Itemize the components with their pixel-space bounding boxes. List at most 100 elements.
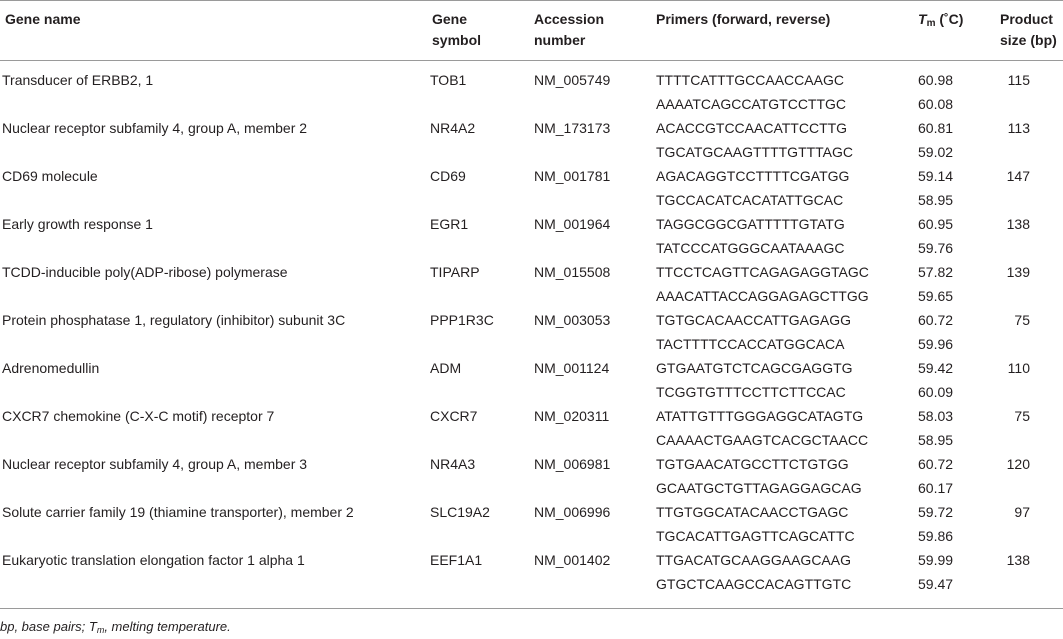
gene-symbol-cell: NR4A3 — [430, 456, 476, 472]
product-size-cell: 75 — [1014, 312, 1030, 328]
header-divider-rule — [0, 60, 1063, 61]
table-row: TCDD-inducible poly(ADP-ribose) polymera… — [0, 260, 1063, 308]
gene-name-cell: Protein phosphatase 1, regulatory (inhib… — [2, 312, 346, 328]
reverse-primer-cell: TACTTTTCCACCATGGCACA — [656, 336, 845, 352]
product-size-cell: 139 — [1006, 264, 1030, 280]
product-size-cell: 113 — [1007, 120, 1030, 136]
tm-forward-cell: 59.14 — [918, 168, 954, 184]
gene-name-cell: Eukaryotic translation elongation factor… — [2, 552, 305, 568]
tm-forward-cell: 60.81 — [918, 120, 954, 136]
gene-symbol-cell: TOB1 — [430, 72, 467, 88]
gene-symbol-cell: EGR1 — [430, 216, 469, 232]
forward-primer-cell: TTGTGGCATACAACCTGAGC — [656, 504, 849, 520]
table-body: Transducer of ERBB2, 1 TOB1 NM_005749 TTTTC… — [0, 72, 1063, 596]
forward-primer-cell: TGTGCACAACCATTGAGAGG — [656, 312, 851, 328]
accession-cell: NM_173173 — [534, 120, 611, 136]
product-size-cell: 115 — [1007, 72, 1030, 88]
reverse-primer-cell: TATCCCATGGGCAATAAAGC — [656, 240, 845, 256]
tm-reverse-cell: 59.76 — [918, 240, 954, 256]
tm-reverse-cell: 59.02 — [918, 144, 954, 160]
table-row: Solute carrier family 19 (thiamine trans… — [0, 500, 1063, 548]
forward-primer-cell: TTTTCATTTGCCAACCAAGC — [656, 72, 844, 88]
tm-forward-cell: 58.03 — [918, 408, 954, 424]
accession-cell: NM_003053 — [534, 312, 611, 328]
product-size-cell: 138 — [1006, 216, 1030, 232]
accession-cell: NM_006996 — [534, 504, 611, 520]
table-row: Protein phosphatase 1, regulatory (inhib… — [0, 308, 1063, 356]
tm-reverse-cell: 60.17 — [918, 480, 954, 496]
tm-forward-cell: 60.95 — [918, 216, 954, 232]
reverse-primer-cell: TGCACATTGAGTTCAGCATTC — [656, 528, 855, 544]
accession-cell: NM_005749 — [534, 72, 611, 88]
header-melting-temperature: Tm (˚C) — [918, 11, 964, 29]
accession-cell: NM_001124 — [534, 360, 610, 376]
reverse-primer-cell: GTGCTCAAGCCACAGTTGTC — [656, 576, 852, 592]
gene-name-cell: Transducer of ERBB2, 1 — [2, 72, 154, 88]
forward-primer-cell: TGTGAACATGCCTTCTGTGG — [656, 456, 849, 472]
tm-forward-cell: 60.98 — [918, 72, 954, 88]
gene-name-cell: Nuclear receptor subfamily 4, group A, m… — [2, 456, 308, 472]
gene-symbol-cell: EEF1A1 — [430, 552, 483, 568]
gene-name-cell: Nuclear receptor subfamily 4, group A, m… — [2, 120, 308, 136]
accession-cell: NM_015508 — [534, 264, 611, 280]
gene-name-cell: TCDD-inducible poly(ADP-ribose) polymera… — [2, 264, 288, 280]
product-size-cell: 110 — [1007, 360, 1030, 376]
tm-reverse-cell: 59.65 — [918, 288, 954, 304]
reverse-primer-cell: TGCCACATCACATATTGCAC — [656, 192, 844, 208]
tm-forward-cell: 60.72 — [918, 456, 954, 472]
table-row: Eukaryotic translation elongation factor… — [0, 548, 1063, 596]
forward-primer-cell: AGACAGGTCCTTTTCGATGG — [656, 168, 850, 184]
product-size-cell: 75 — [1014, 408, 1030, 424]
tm-forward-cell: 59.42 — [918, 360, 954, 376]
gene-name-cell: CD69 molecule — [2, 168, 98, 184]
forward-primer-cell: ACACCGTCCAACATTCCTTG — [656, 120, 848, 136]
gene-name-cell: Solute carrier family 19 (thiamine trans… — [2, 504, 354, 520]
product-size-cell: 147 — [1006, 168, 1030, 184]
product-size-cell: 97 — [1014, 504, 1030, 520]
product-size-cell: 120 — [1006, 456, 1030, 472]
gene-symbol-cell: NR4A2 — [430, 120, 476, 136]
gene-symbol-cell: CXCR7 — [430, 408, 478, 424]
forward-primer-cell: GTGAATGTCTCAGCGAGGTG — [656, 360, 853, 376]
tm-reverse-cell: 59.47 — [918, 576, 954, 592]
forward-primer-cell: TTGACATGCAAGGAAGCAAG — [656, 552, 851, 568]
tm-reverse-cell: 59.96 — [918, 336, 954, 352]
tm-forward-cell: 60.72 — [918, 312, 954, 328]
gene-name-cell: Adrenomedullin — [2, 360, 100, 376]
forward-primer-cell: TTCCTCAGTTCAGAGAGGTAGC — [656, 264, 869, 280]
reverse-primer-cell: CAAAACTGAAGTCACGCTAACC — [656, 432, 869, 448]
header-primers: Primers (forward, reverse) — [656, 11, 831, 27]
tm-forward-cell: 59.99 — [918, 552, 954, 568]
tm-forward-cell: 59.72 — [918, 504, 954, 520]
tm-reverse-cell: 58.95 — [918, 432, 954, 448]
table-footnote: bp, base pairs; Tm, melting temperature. — [0, 619, 231, 635]
tm-forward-cell: 57.82 — [918, 264, 954, 280]
gene-symbol-cell: TIPARP — [430, 264, 480, 280]
tm-reverse-cell: 59.86 — [918, 528, 954, 544]
table-bottom-rule — [0, 608, 1063, 609]
accession-cell: NM_001781 — [534, 168, 611, 184]
table-top-rule — [0, 0, 1063, 1]
tm-reverse-cell: 60.09 — [918, 384, 954, 400]
reverse-primer-cell: AAACATTACCAGGAGAGCTTGG — [656, 288, 869, 304]
gene-name-cell: Early growth response 1 — [2, 216, 153, 232]
tm-reverse-cell: 60.08 — [918, 96, 954, 112]
accession-cell: NM_001402 — [534, 552, 611, 568]
tm-reverse-cell: 58.95 — [918, 192, 954, 208]
gene-name-cell: CXCR7 chemokine (C-X-C motif) receptor 7 — [2, 408, 275, 424]
reverse-primer-cell: TGCATGCAAGTTTTGTTTAGC — [656, 144, 854, 160]
reverse-primer-cell: GCAATGCTGTTAGAGGAGCAG — [656, 480, 862, 496]
gene-symbol-cell: SLC19A2 — [430, 504, 490, 520]
accession-cell: NM_020311 — [534, 408, 610, 424]
accession-cell: NM_001964 — [534, 216, 611, 232]
table-row: Nuclear receptor subfamily 4, group A, m… — [0, 116, 1063, 164]
header-gene-name: Gene name — [5, 11, 81, 27]
gene-symbol-cell: PPP1R3C — [430, 312, 494, 328]
